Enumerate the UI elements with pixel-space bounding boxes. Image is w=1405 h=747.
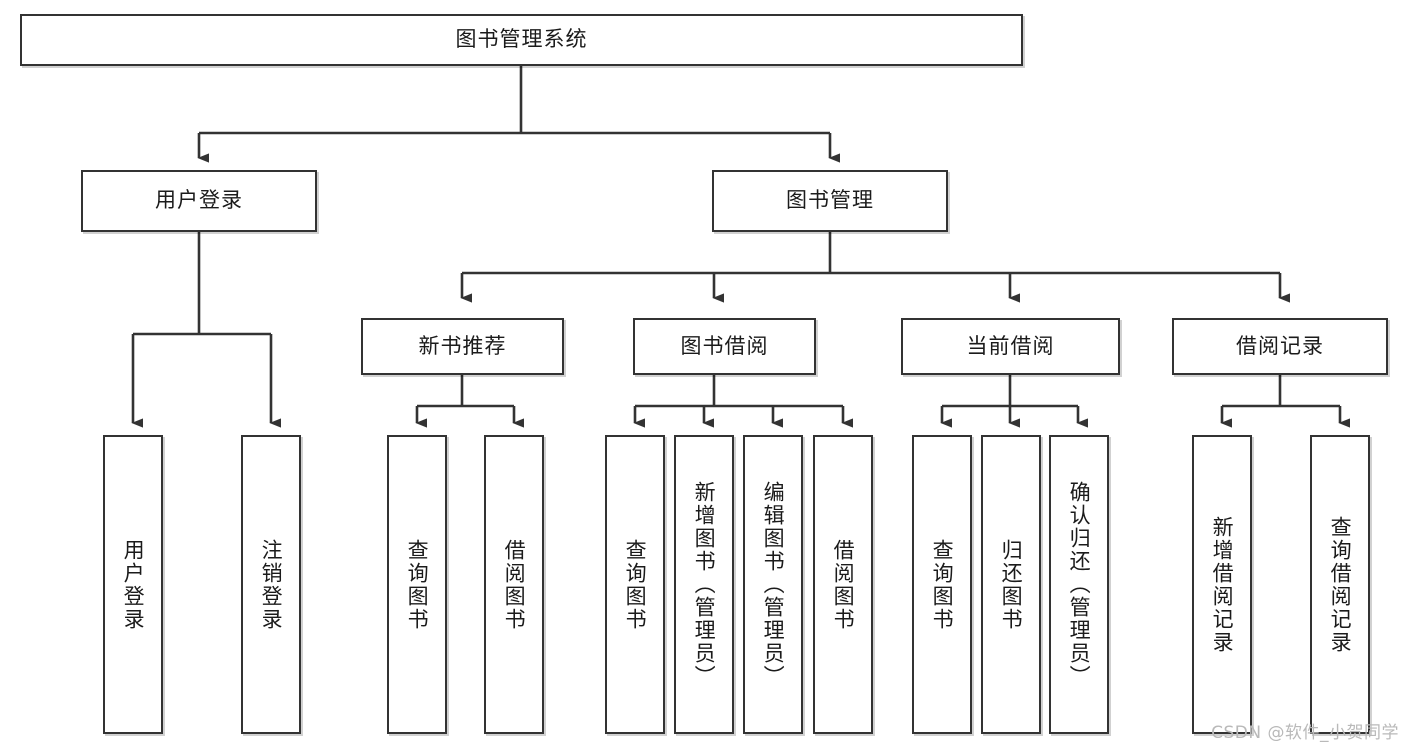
node-borrow-record[interactable]: 借阅记录 <box>1172 318 1388 375</box>
node-label: 注销登录 <box>259 538 284 631</box>
node-label: 图书管理 <box>786 188 874 213</box>
leaf-br-add-record[interactable]: 新增借阅记录 <box>1192 435 1252 734</box>
leaf-cb-confirm-return-admin[interactable]: 确认归还（管理员） <box>1049 435 1109 734</box>
node-label: 确认归还（管理员） <box>1067 481 1092 688</box>
node-user-login[interactable]: 用户登录 <box>81 170 317 232</box>
leaf-bb-edit-book-admin[interactable]: 编辑图书（管理员） <box>743 435 803 734</box>
node-root-system[interactable]: 图书管理系统 <box>20 14 1023 66</box>
leaf-cb-return-book[interactable]: 归还图书 <box>981 435 1041 734</box>
leaf-logout[interactable]: 注销登录 <box>241 435 301 734</box>
node-label: 借阅图书 <box>831 538 856 631</box>
leaf-br-query-record[interactable]: 查询借阅记录 <box>1310 435 1370 734</box>
node-label: 查询图书 <box>623 538 648 631</box>
node-label: 查询图书 <box>930 538 955 631</box>
node-label: 编辑图书（管理员） <box>761 481 786 688</box>
node-label: 用户登录 <box>121 538 146 631</box>
node-label: 借阅图书 <box>502 538 527 631</box>
node-label: 查询图书 <box>405 538 430 631</box>
node-label: 新增借阅记录 <box>1210 515 1235 654</box>
node-book-borrow[interactable]: 图书借阅 <box>633 318 816 375</box>
node-label: 归还图书 <box>999 538 1024 631</box>
node-label: 当前借阅 <box>966 333 1055 358</box>
node-label: 图书管理系统 <box>455 27 588 52</box>
leaf-bb-borrow-book[interactable]: 借阅图书 <box>813 435 873 734</box>
leaf-user-login[interactable]: 用户登录 <box>103 435 163 734</box>
leaf-nb-borrow-book[interactable]: 借阅图书 <box>484 435 544 734</box>
leaf-nb-query-book[interactable]: 查询图书 <box>387 435 447 734</box>
leaf-bb-add-book-admin[interactable]: 新增图书（管理员） <box>674 435 734 734</box>
node-current-borrow[interactable]: 当前借阅 <box>901 318 1120 375</box>
node-label: 新书推荐 <box>418 333 507 358</box>
node-label: 用户登录 <box>155 188 243 213</box>
node-label: 借阅记录 <box>1236 333 1324 358</box>
node-book-management[interactable]: 图书管理 <box>712 170 948 232</box>
node-new-book-recommend[interactable]: 新书推荐 <box>361 318 564 375</box>
node-label: 查询借阅记录 <box>1328 515 1353 654</box>
node-label: 图书借阅 <box>680 333 769 358</box>
leaf-cb-query-book[interactable]: 查询图书 <box>912 435 972 734</box>
leaf-bb-query-book[interactable]: 查询图书 <box>605 435 665 734</box>
node-label: 新增图书（管理员） <box>692 481 717 688</box>
